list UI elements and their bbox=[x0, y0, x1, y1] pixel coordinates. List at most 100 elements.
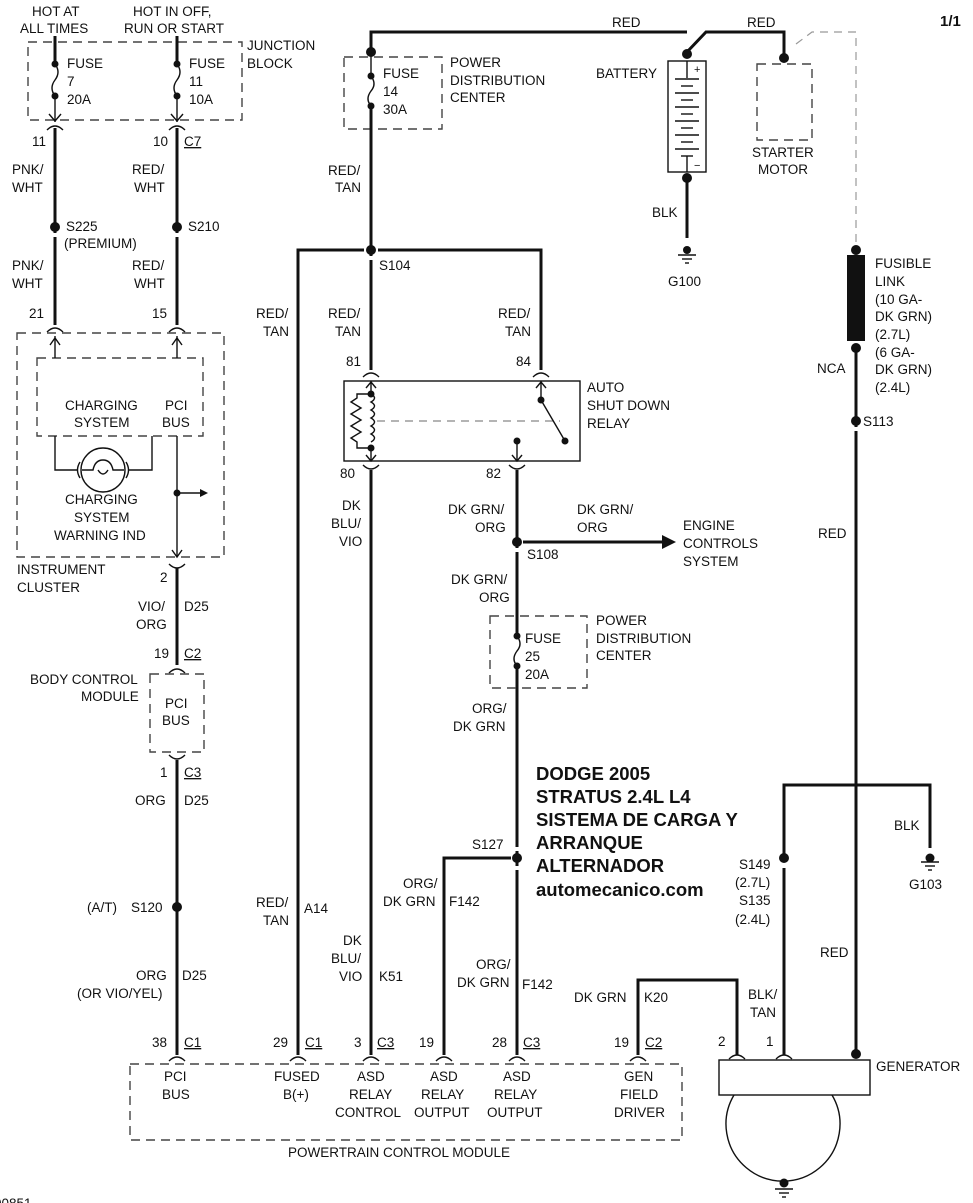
instrument-cluster-label: INSTRUMENT bbox=[17, 562, 106, 577]
engine-controls-label: SYSTEM bbox=[683, 554, 739, 569]
pin-function: ASD bbox=[503, 1069, 531, 1084]
connector-icon bbox=[168, 754, 186, 760]
pcm-wire-labels: RED/ TAN A14 DK BLU/ VIO K51 ORG/ DK GRN… bbox=[256, 876, 739, 1055]
pin-function: BUS bbox=[162, 1087, 190, 1102]
relay-label: SHUT DOWN bbox=[587, 398, 670, 413]
module-function-label: PCI bbox=[165, 398, 188, 413]
pin-number: 10 bbox=[153, 134, 168, 149]
connector-icon bbox=[508, 464, 526, 470]
relay-outline bbox=[343, 380, 581, 462]
splice-s120 bbox=[172, 902, 182, 912]
fuse-label: 20A bbox=[67, 92, 91, 107]
splice-s225 bbox=[50, 222, 60, 232]
pin-function: DRIVER bbox=[614, 1105, 665, 1120]
pcm-pin-gen-field-driver: 19 C2 GEN FIELD DRIVER bbox=[614, 1035, 665, 1120]
circuit-id: K20 bbox=[644, 990, 668, 1005]
warning-lamp-icon bbox=[80, 447, 126, 493]
fusible-link-label: FUSIBLE bbox=[875, 256, 931, 271]
connector-icon bbox=[728, 1054, 746, 1060]
pin-function: RELAY bbox=[349, 1087, 392, 1102]
wire-color-label: RED/ bbox=[132, 258, 165, 273]
wire-color-label: ORG bbox=[135, 793, 166, 808]
fuse-7-icon bbox=[51, 63, 59, 97]
wire-color-label: RED bbox=[818, 526, 847, 541]
connector-icon bbox=[362, 464, 380, 470]
circuit-id: D25 bbox=[184, 793, 209, 808]
pin-number: 19 bbox=[419, 1035, 434, 1050]
bcm-label: BODY CONTROL bbox=[30, 672, 138, 687]
wire-color-label: BLK/ bbox=[748, 987, 778, 1002]
splice-note: (2.4L) bbox=[735, 912, 770, 927]
title-website: automecanico.com bbox=[536, 879, 704, 900]
wire-color-label: (OR VIO/YEL) bbox=[77, 986, 163, 1001]
relay-label: AUTO bbox=[587, 380, 624, 395]
circuit-id: F142 bbox=[449, 894, 480, 909]
circuit-id: K51 bbox=[379, 969, 403, 984]
module-function-label: CHARGING bbox=[65, 398, 138, 413]
wire-color-label: TAN bbox=[263, 913, 289, 928]
fuse-label: FUSE bbox=[383, 66, 419, 81]
wire-dk-grn-k20 bbox=[636, 978, 739, 1055]
wire-color-label: RED/ bbox=[498, 306, 531, 321]
lamp-label: SYSTEM bbox=[74, 510, 130, 525]
pcm-label: POWERTRAIN CONTROL MODULE bbox=[288, 1145, 510, 1160]
relay-label: RELAY bbox=[587, 416, 630, 431]
wire-color-label: ORG bbox=[479, 590, 510, 605]
connector-id: C1 bbox=[305, 1035, 322, 1050]
splice-note: (PREMIUM) bbox=[64, 236, 137, 251]
wire-color-label: ORG bbox=[475, 520, 506, 535]
page-number: 1/1 bbox=[940, 13, 961, 30]
fuse-25-icon bbox=[513, 635, 521, 667]
left-feed-wires: PNK/ WHT RED/ WHT S225 (PREMIUM) S210 PN… bbox=[12, 128, 220, 333]
wire-color-label: BLK bbox=[894, 818, 920, 833]
pin-number: 38 bbox=[152, 1035, 167, 1050]
pin-function: RELAY bbox=[421, 1087, 464, 1102]
generator: BLK G103 S149 (2.7L) S135 (2.4L) RED BLK… bbox=[718, 783, 961, 1198]
fusible-link: FUSIBLE LINK (10 GA- DK GRN) (2.7L) (6 G… bbox=[817, 245, 932, 1052]
wire-color-label: VIO/ bbox=[138, 599, 165, 614]
pcm-pin-pci-bus: 38 C1 PCI BUS bbox=[152, 1035, 201, 1102]
connector-id: C1 bbox=[184, 1035, 201, 1050]
fusible-link-label: (10 GA- bbox=[875, 292, 922, 307]
wire-color-label: ORG/ bbox=[403, 876, 438, 891]
engine-controls-label: ENGINE bbox=[683, 518, 735, 533]
title-line: STRATUS 2.4L L4 bbox=[536, 786, 691, 807]
connector-icon bbox=[168, 327, 186, 333]
pdc-label: CENTER bbox=[596, 648, 652, 663]
wire-color-label: TAN bbox=[505, 324, 531, 339]
instrument-cluster-outline bbox=[16, 332, 225, 558]
splice-note: (A/T) bbox=[87, 900, 117, 915]
generator-ground-icon bbox=[775, 1178, 793, 1198]
battery-minus: − bbox=[694, 160, 700, 172]
generator-icon bbox=[725, 1094, 841, 1182]
arrow-icon bbox=[662, 535, 676, 549]
splice-s127 bbox=[512, 853, 522, 863]
junction-block: HOT AT ALL TIMES HOT IN OFF, RUN OR STAR… bbox=[20, 4, 315, 149]
lamp-label: WARNING IND bbox=[54, 528, 146, 543]
wire-red-battery bbox=[369, 30, 687, 52]
fuse-label: 30A bbox=[383, 102, 407, 117]
connector-icon bbox=[168, 1056, 186, 1062]
connector-icon bbox=[46, 125, 64, 131]
splice-label: S210 bbox=[188, 219, 220, 234]
module-function-label: PCI bbox=[165, 696, 188, 711]
pdc-label: DISTRIBUTION bbox=[596, 631, 691, 646]
ground-g100-icon bbox=[678, 246, 696, 264]
wire-color-label: DK GRN/ bbox=[451, 572, 508, 587]
arrow-icon bbox=[200, 489, 208, 497]
connector-id: C3 bbox=[377, 1035, 394, 1050]
pin-number: 1 bbox=[766, 1034, 774, 1049]
feed-label: HOT IN OFF, bbox=[133, 4, 212, 19]
connector-icon bbox=[168, 563, 186, 569]
fuse-label: 7 bbox=[67, 74, 75, 89]
fuse-11-icon bbox=[173, 63, 181, 97]
pin-function: B(+) bbox=[283, 1087, 309, 1102]
generator-label: GENERATOR bbox=[876, 1059, 961, 1074]
feed-label: ALL TIMES bbox=[20, 21, 88, 36]
relay-coil-icon bbox=[369, 393, 376, 443]
cluster-inner-module bbox=[36, 357, 204, 437]
fusible-link-label: LINK bbox=[875, 274, 905, 289]
splice-s104 bbox=[366, 245, 376, 255]
wire-blk-ground-g103 bbox=[782, 783, 932, 855]
splice-label: S149 bbox=[739, 857, 771, 872]
